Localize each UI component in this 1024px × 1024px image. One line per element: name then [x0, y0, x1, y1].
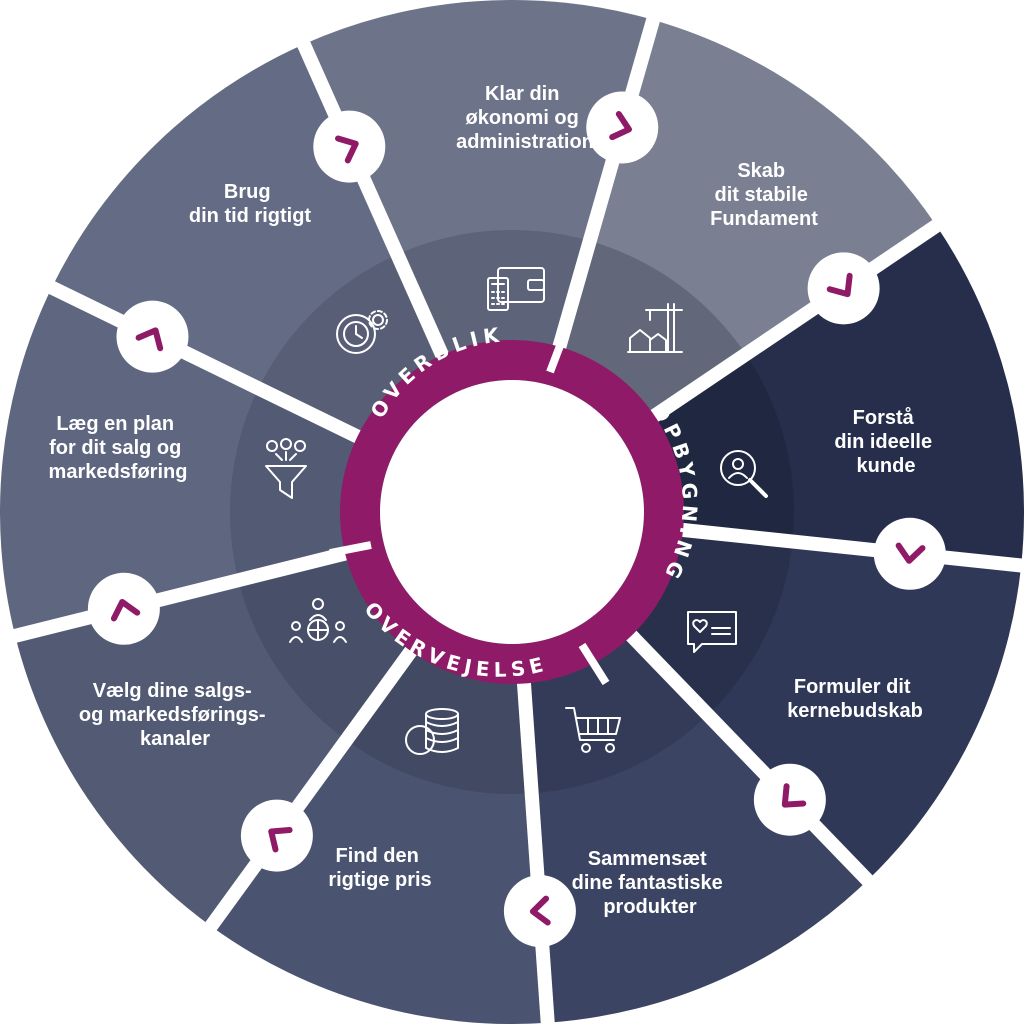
- shopping-cart-icon: [565, 707, 621, 753]
- segment-separator: [680, 522, 1024, 573]
- chevron-right-icon: [110, 598, 141, 622]
- chevron-marker: [873, 517, 946, 590]
- label-kernebudskab: Formuler dit kernebudskab: [787, 676, 923, 722]
- chevron-right-icon: [826, 272, 853, 298]
- funnel-icon: [265, 438, 307, 499]
- chevron-circle: [87, 572, 160, 645]
- clock-gear-icon: [336, 310, 388, 354]
- chevron-marker: [116, 300, 189, 373]
- segment-separator: [5, 546, 349, 645]
- chevron-circle: [873, 517, 946, 590]
- segment-separator: [552, 10, 663, 351]
- chevron-marker: [753, 763, 826, 836]
- chevron-circle: [753, 763, 826, 836]
- chevron-marker: [313, 110, 386, 183]
- chevron-marker: [586, 91, 659, 164]
- label-kanaler: Vælg dine salgs- og markedsførings- kana…: [79, 680, 271, 750]
- label-kunde: Forstå din ideelle kunde: [834, 406, 937, 477]
- ring-gaps: [329, 328, 610, 686]
- chevron-circle: [586, 91, 659, 164]
- chevron-circle: [116, 300, 189, 373]
- label-fundament: Skab dit stabile Fundament: [710, 160, 818, 230]
- chevron-marker: [87, 572, 160, 645]
- magnifier-person-icon: [720, 450, 768, 498]
- coin-stack-icon: [405, 708, 459, 755]
- chevron-marker: [807, 252, 880, 325]
- chevron-right-icon: [335, 135, 359, 164]
- chevron-right-icon: [895, 542, 926, 564]
- wallet-calculator-icon: [487, 267, 545, 311]
- separators-layer: [5, 10, 1024, 1024]
- label-pris: Find den rigtige pris: [328, 845, 431, 891]
- chevrons-layer: [87, 91, 946, 948]
- chevron-right-icon: [529, 895, 551, 926]
- chevron-circle: [807, 252, 880, 325]
- segment-separator: [625, 629, 879, 891]
- label-tid: Brug din tid rigtigt: [189, 181, 312, 227]
- segment-separator: [294, 34, 450, 360]
- chevron-circle: [313, 110, 386, 183]
- segment-separator: [41, 277, 363, 444]
- chevron-marker: [240, 799, 313, 872]
- segment-separator: [516, 681, 555, 1024]
- chevron-marker: [503, 875, 576, 948]
- chevron-right-icon: [609, 111, 632, 141]
- people-globe-icon: [289, 598, 347, 643]
- chevron-right-icon: [135, 327, 164, 352]
- chevron-circle: [240, 799, 313, 872]
- chevron-circle: [503, 875, 576, 948]
- segment-separator: [200, 645, 418, 937]
- chevron-right-icon: [781, 783, 807, 808]
- label-produkter: Sammensæt dine fantastiske produkter: [572, 848, 729, 918]
- accent-ring: [340, 340, 684, 684]
- message-heart-icon: [687, 611, 737, 653]
- label-okonomi: Klar din økonomi og administration: [456, 83, 594, 153]
- segment-labels: Klar din økonomi og administration Skab …: [49, 83, 937, 918]
- label-plan: Læg en plan for dit salg og markedsførin…: [49, 413, 188, 483]
- chevron-right-icon: [268, 827, 293, 853]
- center-circle: [380, 380, 644, 644]
- construction-crane-icon: [627, 303, 683, 353]
- segment-separator: [649, 215, 948, 423]
